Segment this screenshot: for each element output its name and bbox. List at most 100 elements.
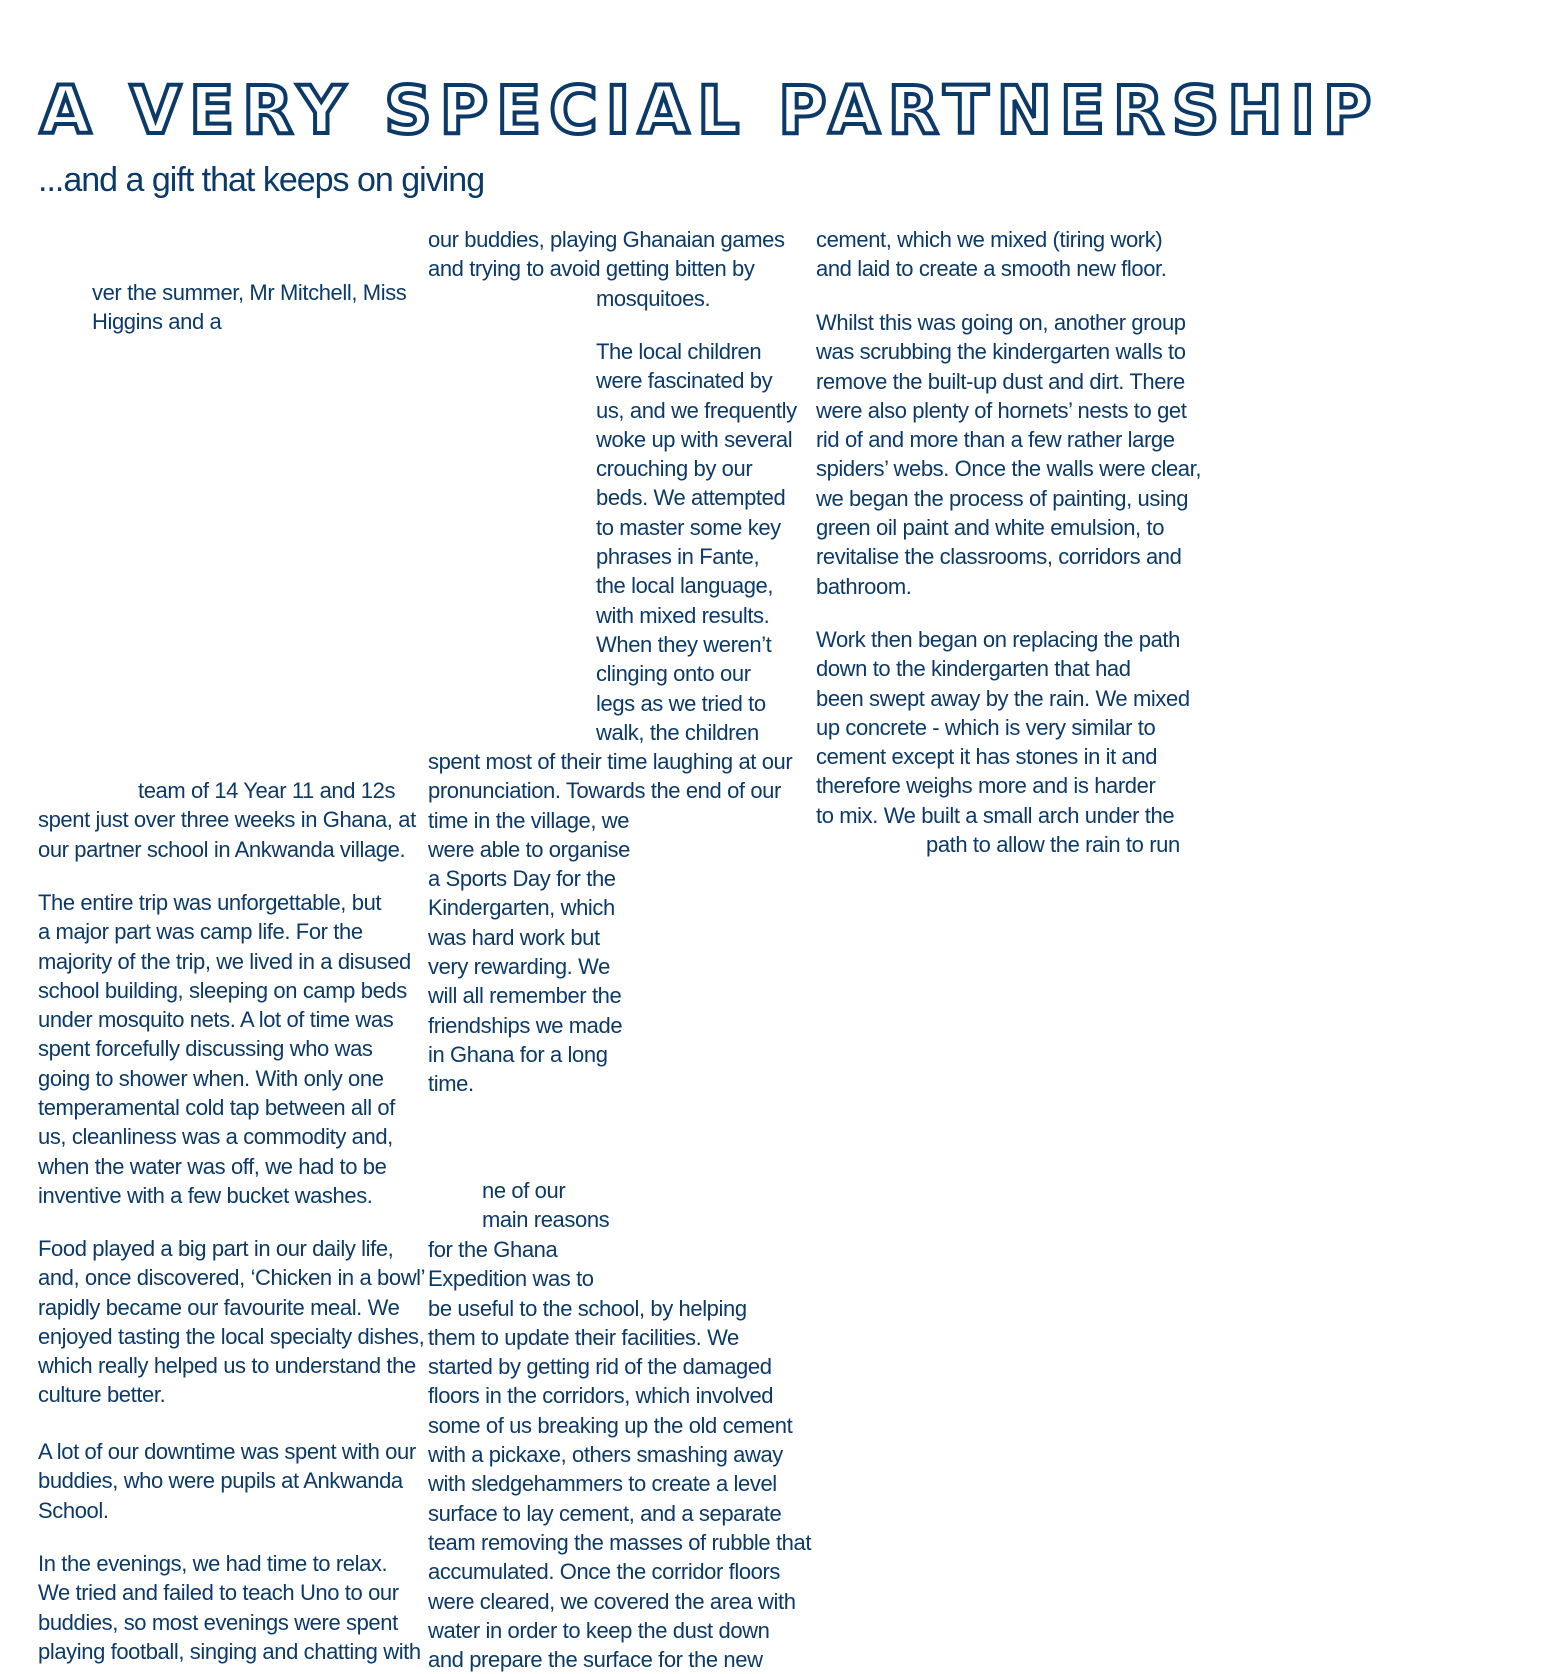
text-line: bathroom. (816, 573, 912, 599)
text-line: going to shower when. With only one (38, 1065, 384, 1091)
text-line: Kindergarten, which (428, 895, 615, 921)
paragraph-downtime: A lot of our downtime was spent with our… (38, 1437, 418, 1525)
text-line: Work then began on replacing the path (816, 627, 1180, 652)
paragraph-walls: Whilst this was going on, another group w… (816, 308, 1202, 601)
text-line: with a pickaxe, others smashing away (428, 1442, 783, 1468)
text-line: our partner school in Ankwanda village. (38, 836, 406, 862)
text-line: were fascinated by (596, 368, 773, 394)
paragraph-food: Food played a big part in our daily life… (38, 1234, 426, 1410)
text-line: ne of our (482, 1178, 566, 1203)
text-line: in Ghana for a long (428, 1041, 608, 1067)
text-line: legs as we tried to (596, 690, 766, 716)
text-line: spent forcefully discussing who was (38, 1036, 373, 1062)
paragraph-trip: The entire trip was unforgettable, but a … (38, 888, 418, 1210)
text-line: clinging onto our (596, 661, 751, 687)
text-line: beds. We attempted (596, 485, 786, 511)
text-line: and, once discovered, ‘Chicken in a bowl… (38, 1265, 426, 1291)
text-line: green oil paint and white emulsion, to (816, 515, 1165, 541)
paragraph-continued: cement, which we mixed (tiring work) and … (816, 225, 1196, 284)
text-line: mosquitoes. (596, 286, 711, 311)
text-line: A lot of our downtime was spent with our (38, 1439, 416, 1464)
text-line: were cleared, we covered the area with (428, 1588, 796, 1614)
paragraph-children: spent most of their time laughing at our… (428, 747, 808, 1099)
text-line: spent most of their time laughing at our (428, 749, 793, 774)
text-line: phrases in Fante, (596, 544, 760, 570)
text-line: our buddies, playing Ghanaian games (428, 227, 785, 252)
text-line: pronunciation. Towards the end of our (428, 778, 781, 804)
text-line: woke up with several (596, 426, 793, 452)
text-line: to mix. We built a small arch under the (816, 802, 1175, 828)
text-line: time in the village, we (428, 807, 630, 833)
paragraph-reasons-indented: ne of our main reasons (428, 1176, 862, 1235)
text-line: and laid to create a smooth new floor. (816, 256, 1167, 282)
text-line: them to update their facilities. We (428, 1324, 739, 1350)
text-line: when the water was off, we had to be (38, 1153, 387, 1179)
text-line: enjoyed tasting the local specialty dish… (38, 1323, 425, 1349)
text-line: surface to lay cement, and a separate (428, 1500, 782, 1526)
text-line: buddies, who were pupils at Ankwanda (38, 1468, 403, 1494)
text-line: be useful to the school, by helping (428, 1295, 747, 1321)
text-line: floors in the corridors, which involved (428, 1383, 774, 1409)
text-line: remove the built-up dust and dirt. There (816, 368, 1185, 394)
text-line: The local children (596, 339, 762, 364)
text-line: spiders’ webs. Once the walls were clear… (816, 456, 1202, 482)
text-line: us, and we frequently (596, 397, 797, 423)
text-line: were also plenty of hornets’ nests to ge… (816, 397, 1187, 423)
text-line: playing football, singing and chatting w… (38, 1638, 421, 1664)
text-line: The entire trip was unforgettable, but (38, 890, 382, 915)
text-line: inventive with a few bucket washes. (38, 1182, 373, 1208)
text-line: time. (428, 1071, 474, 1097)
text-line: team of 14 Year 11 and 12s (138, 778, 396, 803)
text-line: us, cleanliness was a commodity and, (38, 1124, 393, 1150)
paragraph-continued: our buddies, playing Ghanaian games and t… (428, 225, 808, 284)
text-line: Expedition was to (428, 1266, 594, 1292)
text-line: with mixed results. (596, 602, 770, 628)
text-line: which really helped us to understand the (38, 1353, 416, 1379)
text-line: culture better. (38, 1382, 166, 1408)
text-line: spent just over three weeks in Ghana, at (38, 807, 416, 833)
text-line: ver the summer, Mr Mitchell, Miss (92, 280, 407, 305)
text-line: walk, the children (596, 719, 759, 745)
text-line: the local language, (596, 573, 774, 599)
paragraph-children-indented: The local children were fascinated by us, … (428, 337, 976, 747)
text-line: started by getting rid of the damaged (428, 1354, 772, 1380)
text-line: main reasons (482, 1207, 610, 1233)
paragraph-continued-indented: mosquitoes. (428, 284, 976, 313)
paragraph-path-indented: path to allow the rain to run (816, 830, 1306, 859)
text-line: Whilst this was going on, another group (816, 310, 1186, 335)
article-subtitle: ...and a gift that keeps on giving (38, 161, 485, 199)
text-line: accumulated. Once the corridor floors (428, 1559, 781, 1585)
text-line: therefore weighs more and is harder (816, 773, 1156, 799)
text-line: some of us breaking up the old cement (428, 1412, 793, 1438)
intro-paragraph-continued: team of 14 Year 11 and 12s spent just ove… (38, 776, 418, 864)
text-line: school building, sleeping on camp beds (38, 977, 407, 1003)
text-line: were able to organise (428, 836, 630, 862)
text-line: under mosquito nets. A lot of time was (38, 1007, 394, 1033)
text-line: When they weren’t (596, 631, 772, 657)
text-line: very rewarding. We (428, 954, 610, 980)
text-line: and trying to avoid getting bitten by (428, 256, 755, 282)
text-line: was hard work but (428, 924, 600, 950)
text-line: with sledgehammers to create a level (428, 1471, 777, 1497)
text-line: rapidly became our favourite meal. We (38, 1294, 400, 1320)
text-line: a major part was camp life. For the (38, 919, 363, 945)
text-line: team removing the masses of rubble that (428, 1529, 812, 1555)
text-line: and prepare the surface for the new (428, 1647, 763, 1673)
text-line: temperamental cold tap between all of (38, 1095, 395, 1121)
article-title: A VERY SPECIAL PARTNERSHIP (38, 70, 1380, 151)
text-line: water in order to keep the dust down (428, 1617, 770, 1643)
text-line: a Sports Day for the (428, 866, 616, 892)
text-line: we began the process of painting, using (816, 485, 1189, 511)
text-line: In the evenings, we had time to relax. (38, 1551, 388, 1576)
text-line: path to allow the rain to run (926, 832, 1180, 857)
text-line: cement, which we mixed (tiring work) (816, 227, 1163, 252)
text-line: School. (38, 1497, 109, 1523)
text-line: been swept away by the rain. We mixed (816, 685, 1190, 711)
text-line: down to the kindergarten that had (816, 656, 1131, 682)
text-line: revitalise the classrooms, corridors and (816, 544, 1182, 570)
text-line: Higgins and a (92, 309, 222, 335)
paragraph-evenings: In the evenings, we had time to relax.We… (38, 1549, 421, 1666)
paragraph-path: Work then began on replacing the path dow… (816, 625, 1196, 830)
